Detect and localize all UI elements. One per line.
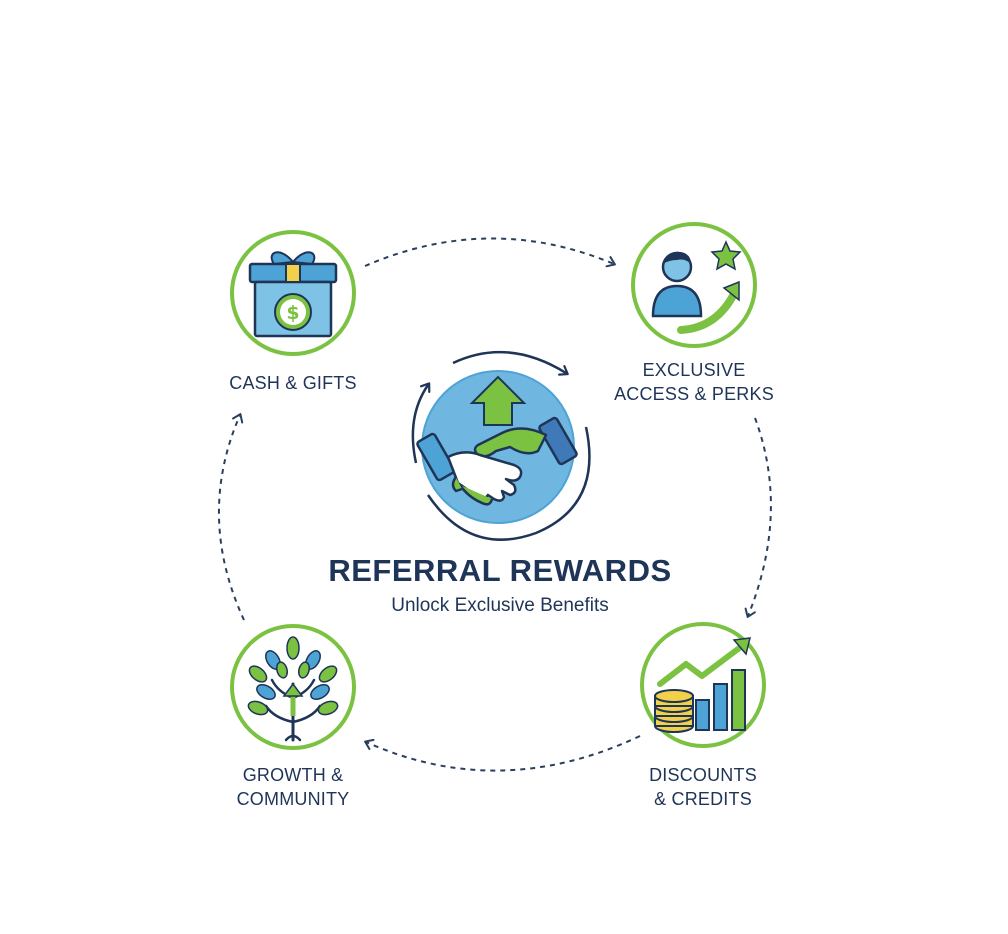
growth-tree-icon (230, 624, 356, 750)
connector-arrow-bottom (364, 735, 641, 772)
connector-arrow-top (364, 237, 616, 268)
node-discounts-credits (638, 620, 768, 750)
main-title: REFERRAL REWARDS (328, 553, 672, 588)
svg-text:$: $ (286, 302, 299, 324)
coins-bar-chart-icon (640, 622, 766, 748)
node-exclusive-access (629, 220, 759, 350)
handshake-arrow-icon (411, 350, 591, 541)
node-growth-community (228, 622, 358, 752)
node-label-cash-gifts: CASH & GIFTS (229, 373, 357, 393)
person-star-arrow-icon (631, 222, 757, 348)
connector-arrow-right (744, 417, 772, 618)
center-handshake (398, 345, 598, 545)
connector-arrow-left (217, 413, 245, 621)
node-label-exclusive-access: EXCLUSIVE ACCESS & PERKS (614, 360, 774, 404)
node-cash-gifts: $ (228, 228, 358, 358)
subtitle: Unlock Exclusive Benefits (391, 595, 609, 616)
node-label-growth-community: GROWTH & COMMUNITY (236, 765, 350, 809)
gift-box-dollar-icon: $ (230, 230, 356, 356)
node-label-discounts-credits: DISCOUNTS & CREDITS (649, 765, 757, 809)
